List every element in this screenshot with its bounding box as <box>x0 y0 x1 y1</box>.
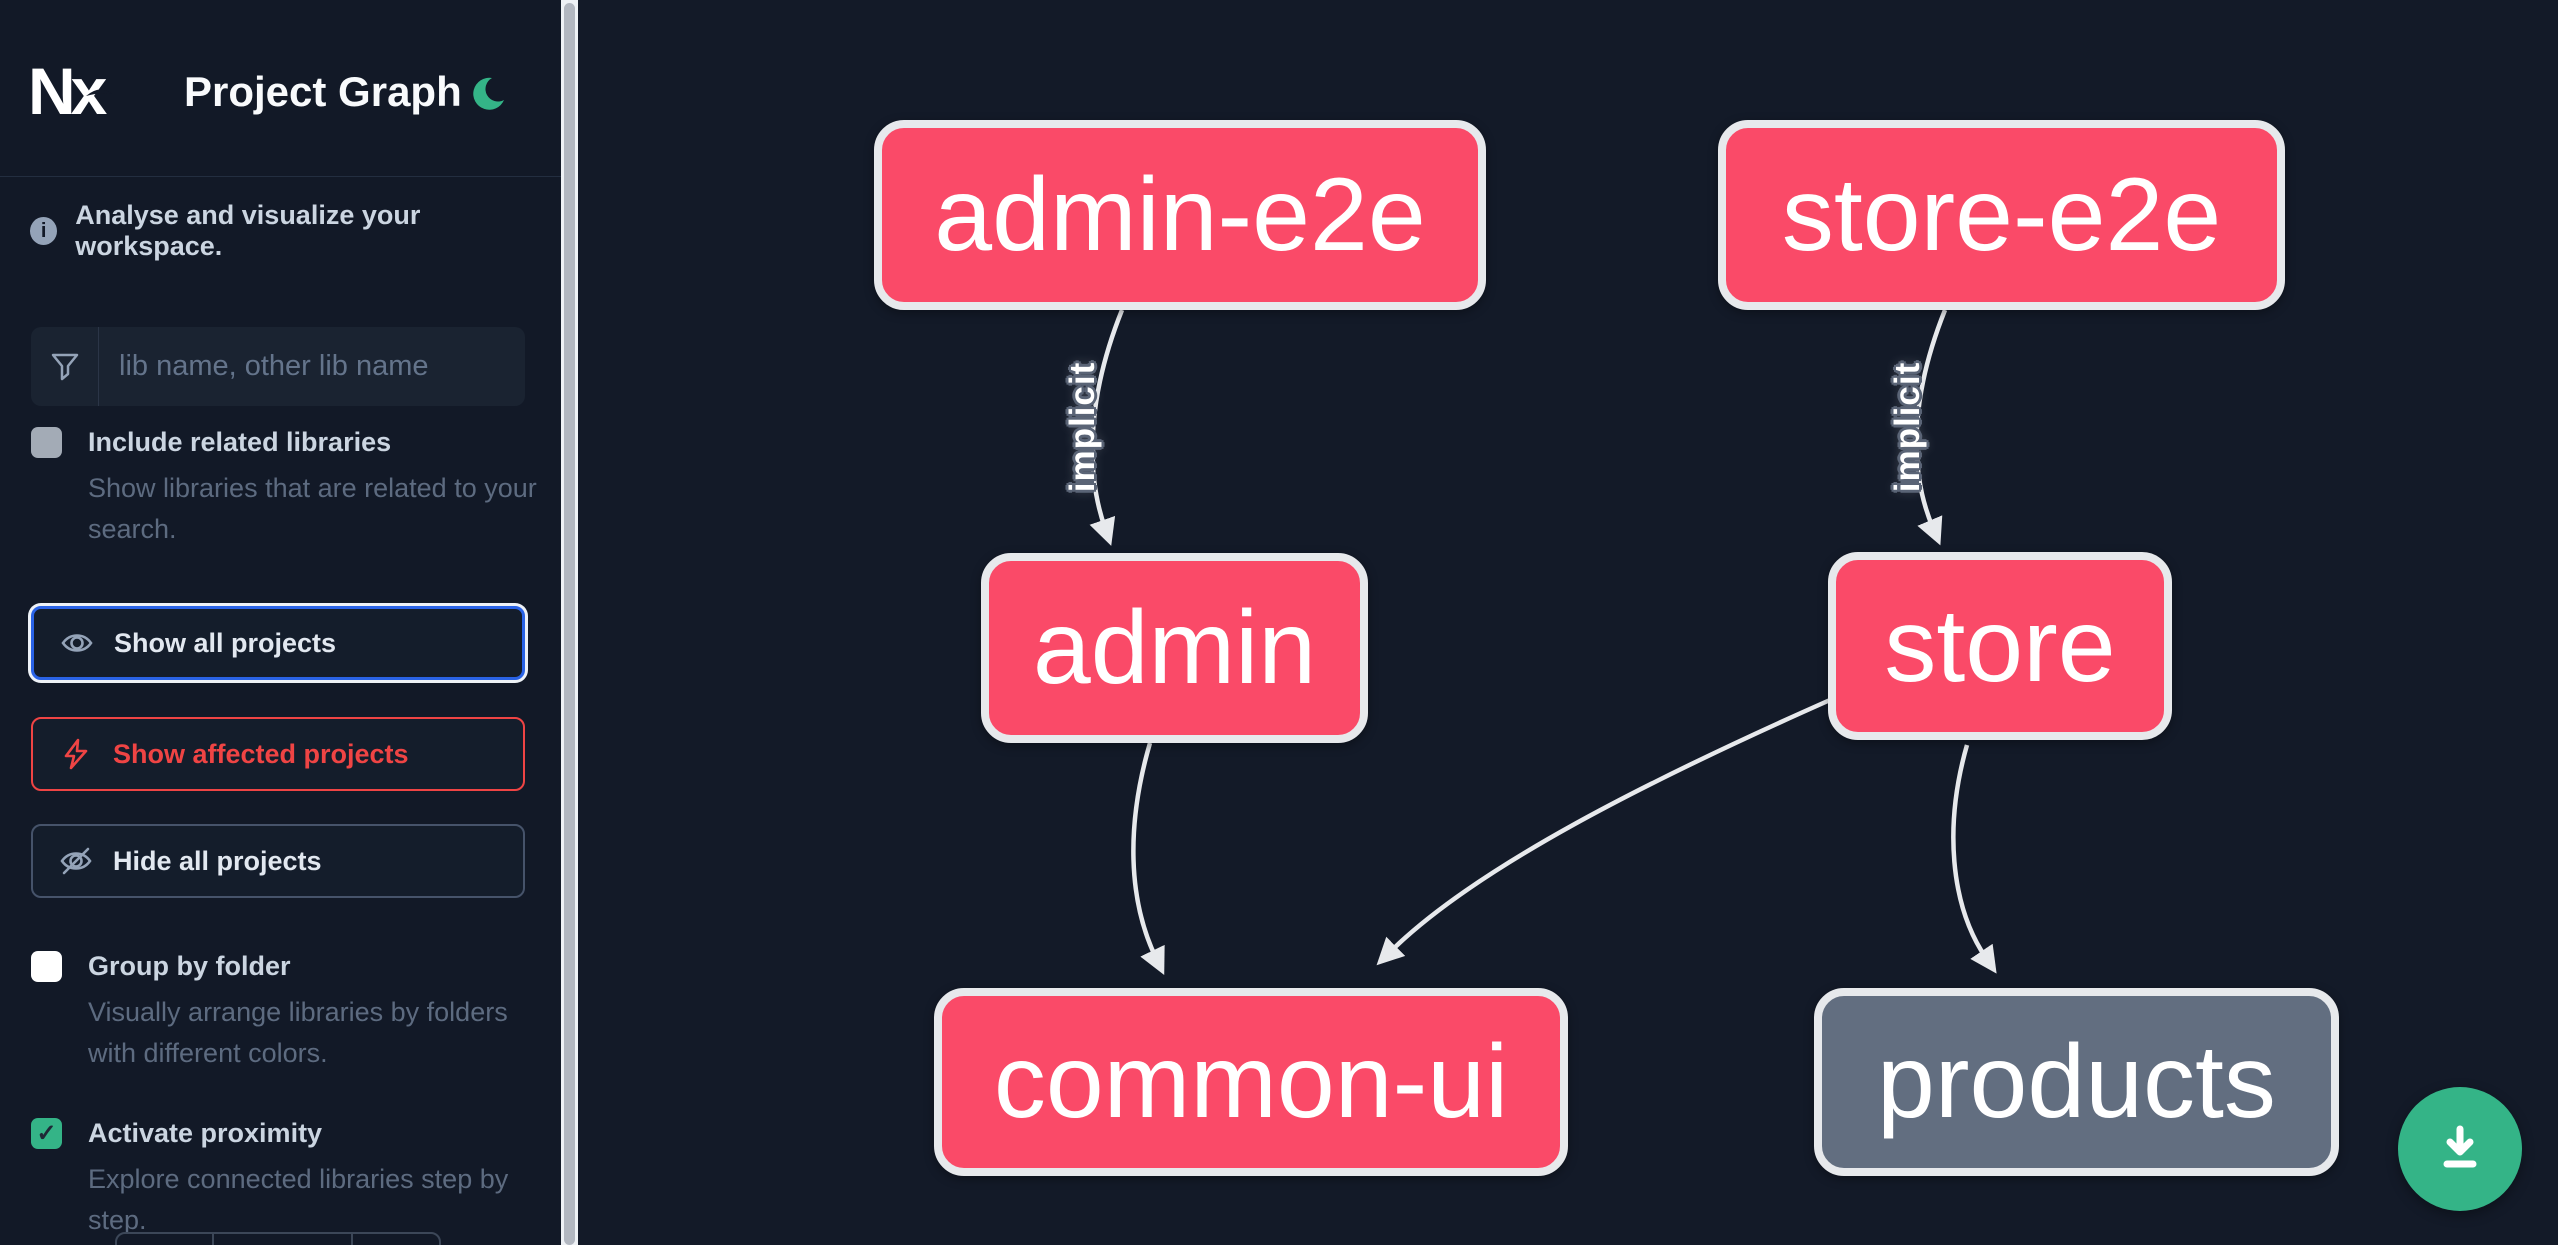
group-by-folder-row: Group by folder <box>31 951 291 982</box>
proximity-depth-stepper <box>115 1232 441 1245</box>
node-admin[interactable]: admin <box>981 553 1368 743</box>
node-label: products <box>1877 1023 2276 1140</box>
show-all-projects-button[interactable]: Show all projects <box>31 606 525 680</box>
search-input[interactable] <box>99 327 525 406</box>
project-filter <box>31 327 525 406</box>
edge-store-e2e-store[interactable] <box>1914 309 1948 546</box>
edge-store-common-ui[interactable] <box>1376 697 1831 966</box>
node-products[interactable]: products <box>1814 988 2339 1176</box>
include-related-description: Show libraries that are related to your … <box>88 473 537 544</box>
workspace-tagline: Analyse and visualize your workspace. <box>75 200 421 261</box>
edge-label-implicit-store[interactable]: implicit <box>1888 361 1927 493</box>
show-affected-projects-label: Show affected projects <box>113 738 409 769</box>
sidebar-scrollbar <box>561 0 578 1245</box>
lightning-bolt-icon <box>59 738 93 770</box>
hide-all-projects-label: Hide all projects <box>113 845 322 876</box>
nx-logo-icon: Nx <box>28 54 124 131</box>
stepper-increment[interactable] <box>351 1234 439 1245</box>
group-by-folder-description: Visually arrange libraries by folders wi… <box>88 997 508 1068</box>
edge-label-implicit-admin[interactable]: implicit <box>1063 361 1102 493</box>
download-icon <box>2431 1118 2489 1181</box>
node-store[interactable]: store <box>1828 552 2172 740</box>
node-label: admin <box>1032 589 1317 706</box>
node-label: common-ui <box>993 1023 1509 1140</box>
sidebar-header: Nx Project Graph <box>0 0 561 177</box>
node-admin-e2e[interactable]: admin-e2e <box>874 120 1486 310</box>
hide-all-projects-button[interactable]: Hide all projects <box>31 824 525 898</box>
edge-admin-e2e-admin[interactable] <box>1089 309 1125 546</box>
node-label: admin-e2e <box>934 156 1426 273</box>
include-related-checkbox[interactable] <box>31 427 62 458</box>
scrollbar-thumb[interactable] <box>564 3 575 1245</box>
edge-store-products[interactable] <box>1951 744 1997 974</box>
activate-proximity-description: Explore connected libraries step by step… <box>88 1164 509 1235</box>
stepper-decrement[interactable] <box>117 1234 212 1245</box>
check-icon: ✓ <box>36 1120 57 1147</box>
info-icon: i <box>30 217 58 245</box>
activate-proximity-checkbox[interactable]: ✓ <box>31 1118 62 1149</box>
download-image-button[interactable] <box>2398 1087 2522 1211</box>
sidebar: Nx Project Graph i Analyse and visualize… <box>0 0 561 1245</box>
node-store-e2e[interactable]: store-e2e <box>1718 120 2285 310</box>
eye-icon <box>60 628 94 658</box>
eye-off-icon <box>59 846 93 876</box>
activate-proximity-row: ✓ Activate proximity <box>31 1118 322 1149</box>
show-affected-projects-button[interactable]: Show affected projects <box>31 717 525 791</box>
show-all-projects-label: Show all projects <box>114 627 337 658</box>
include-related-label[interactable]: Include related libraries <box>88 427 392 457</box>
stepper-value[interactable] <box>212 1234 351 1245</box>
theme-toggle-moon-icon[interactable] <box>470 76 506 112</box>
page-title: Project Graph <box>184 68 462 115</box>
group-by-folder-label[interactable]: Group by folder <box>88 951 291 981</box>
edge-admin-common-ui[interactable] <box>1131 742 1165 976</box>
node-common-ui[interactable]: common-ui <box>934 988 1568 1176</box>
workspace-tagline-row: i Analyse and visualize your workspace. <box>30 200 561 262</box>
group-by-folder-checkbox[interactable] <box>31 951 62 982</box>
funnel-icon <box>31 327 99 406</box>
activate-proximity-label[interactable]: Activate proximity <box>88 1118 323 1148</box>
include-related-row: Include related libraries <box>31 427 391 458</box>
node-label: store <box>1884 587 2116 704</box>
node-label: store-e2e <box>1781 156 2222 273</box>
